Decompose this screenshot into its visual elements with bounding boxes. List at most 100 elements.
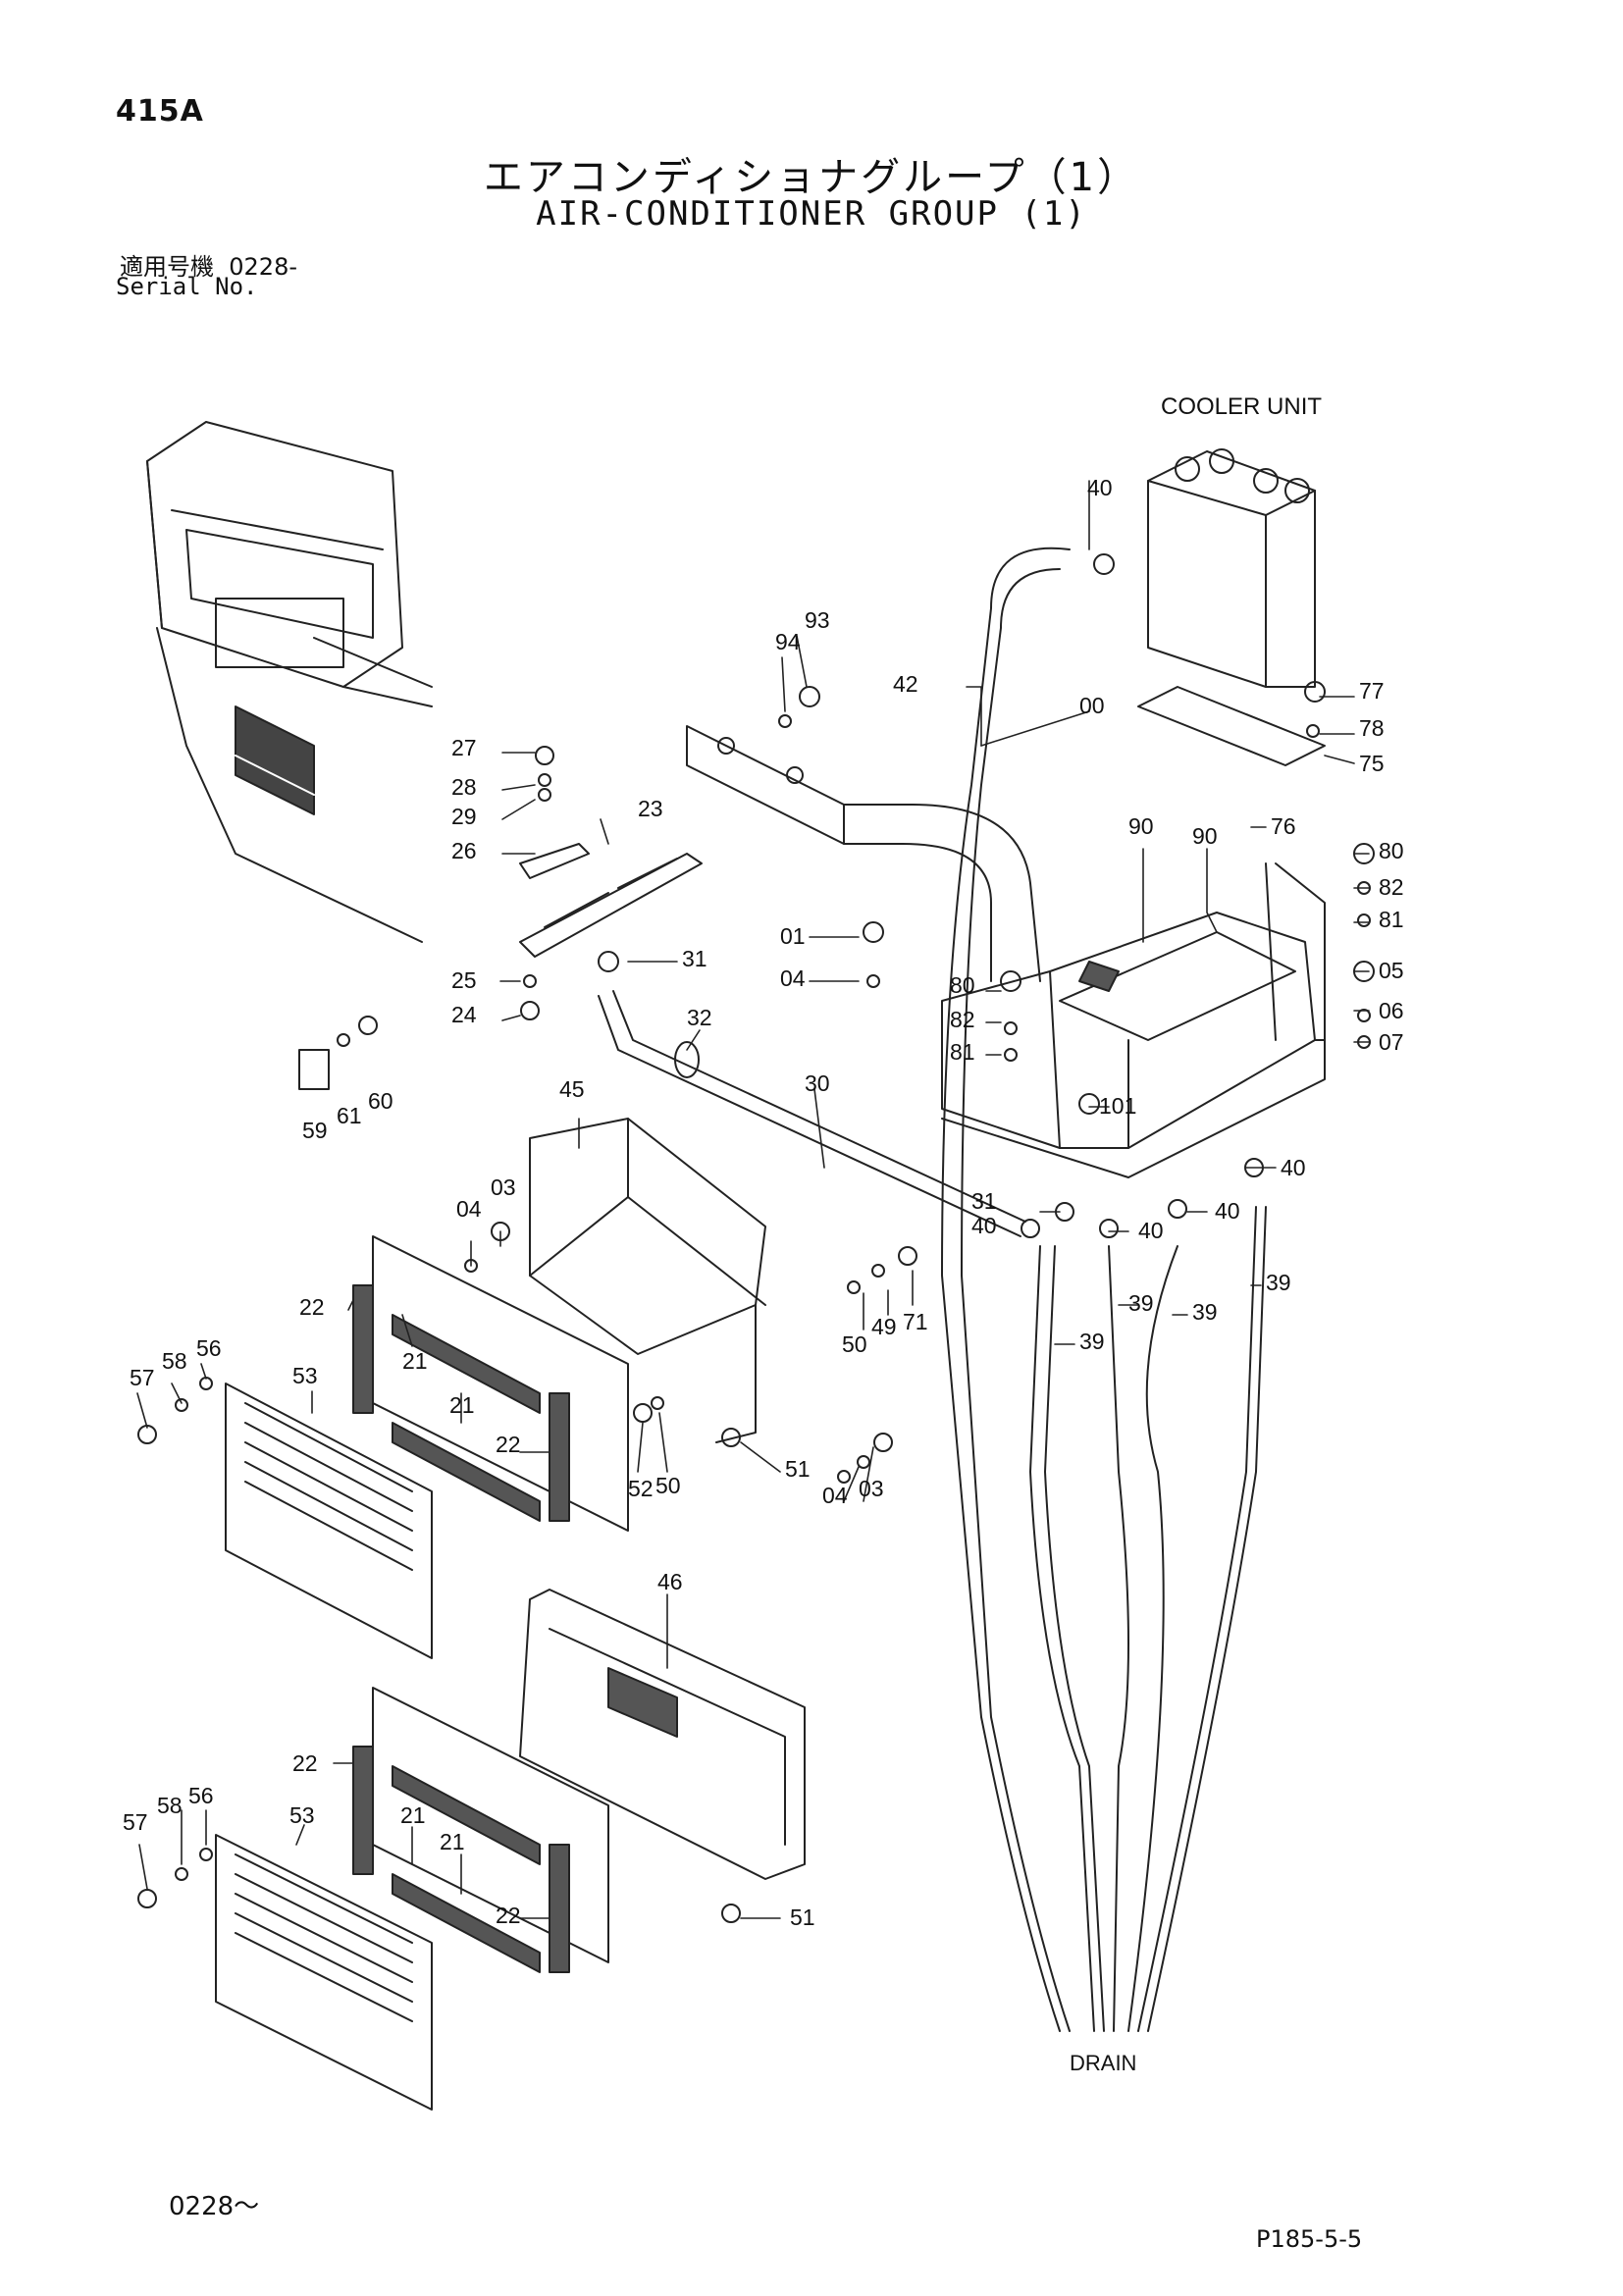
page-title-english: AIR-CONDITIONER GROUP (1) — [536, 194, 1087, 234]
callout: 40 — [1087, 475, 1113, 500]
callout: 27 — [451, 735, 477, 760]
callout: 53 — [292, 1363, 318, 1388]
page-title-japanese: エアコンディショナグループ（1） — [483, 155, 1140, 200]
callout: 26 — [451, 838, 477, 863]
callout: 80 — [1379, 838, 1404, 863]
upper-duct — [686, 725, 1041, 982]
callout: 22 — [299, 1294, 325, 1320]
callout: 56 — [188, 1783, 214, 1808]
cooler-unit-label: COOLER UNIT — [1161, 393, 1322, 420]
callout: 57 — [130, 1365, 155, 1390]
callout: 40 — [1138, 1218, 1164, 1243]
callout: 30 — [805, 1070, 830, 1096]
callout: 46 — [657, 1569, 683, 1594]
callout: 101 — [1099, 1093, 1136, 1119]
callout: 59 — [302, 1118, 328, 1143]
callout: 04 — [822, 1483, 848, 1508]
callout: 05 — [1379, 958, 1404, 983]
callout: 24 — [451, 1002, 477, 1027]
callout: 39 — [1266, 1270, 1291, 1295]
duct-46 — [519, 1589, 806, 1880]
callout: 53 — [289, 1802, 315, 1828]
callout: 52 — [628, 1476, 654, 1501]
callout: 82 — [950, 1007, 975, 1032]
callout: 78 — [1359, 715, 1385, 741]
callout: 49 — [871, 1314, 897, 1339]
callout: 40 — [1215, 1198, 1240, 1224]
footer-page-ref: P185-5-5 — [1256, 2225, 1363, 2253]
callout: 39 — [1192, 1299, 1218, 1325]
callout: 60 — [368, 1088, 393, 1114]
page-code: 415A — [116, 94, 204, 129]
drain-hoses — [941, 547, 1267, 2032]
relay-59 — [298, 1049, 330, 1090]
cooler-unit — [1147, 448, 1316, 688]
callout: 06 — [1379, 998, 1404, 1023]
callout: 04 — [456, 1196, 482, 1222]
callout: 04 — [780, 965, 806, 991]
pipe-30 — [598, 990, 1026, 1237]
callout: 58 — [162, 1348, 187, 1374]
serial-range: 0228- — [229, 253, 298, 281]
callout: 50 — [842, 1331, 867, 1357]
leader-lines — [136, 480, 1370, 1919]
callout: 22 — [292, 1750, 318, 1776]
callout: 28 — [451, 774, 477, 800]
callout: 42 — [893, 671, 918, 697]
cab-illustration — [146, 421, 433, 943]
callout: 23 — [638, 796, 663, 821]
serial-label-japanese: 適用号機 0228- — [120, 247, 297, 282]
callout: 45 — [559, 1076, 585, 1102]
callout: 82 — [1379, 874, 1404, 900]
bracket-23 — [519, 843, 703, 958]
callout: 94 — [775, 629, 801, 654]
callout: 61 — [337, 1103, 362, 1128]
callout: 80 — [950, 972, 975, 998]
callout: 58 — [157, 1793, 183, 1818]
serial-label-jp-text: 適用号機 — [120, 253, 214, 281]
callout-numbers: 40 93 94 42 00 77 78 75 27 28 29 23 26 7… — [123, 475, 1404, 1930]
callout: 57 — [123, 1809, 148, 1835]
callout: 01 — [780, 923, 806, 949]
serial-label-english: Serial No. — [116, 273, 258, 300]
callout: 81 — [1379, 907, 1404, 932]
callout: 31 — [682, 946, 707, 971]
callout: 31 — [971, 1188, 997, 1214]
callout: 40 — [1281, 1155, 1306, 1180]
callout: 51 — [790, 1905, 815, 1930]
callout: 90 — [1192, 823, 1218, 849]
callout: 21 — [400, 1802, 426, 1828]
callout: 25 — [451, 967, 477, 993]
callout: 40 — [971, 1213, 997, 1238]
callout: 51 — [785, 1456, 811, 1482]
callout: 77 — [1359, 678, 1385, 704]
plate-75 — [1137, 686, 1326, 766]
callout: 21 — [402, 1348, 428, 1374]
callout: 00 — [1079, 693, 1105, 718]
callout: 75 — [1359, 751, 1385, 776]
callout: 56 — [196, 1335, 222, 1361]
callout: 22 — [496, 1432, 521, 1457]
callout: 81 — [950, 1039, 975, 1065]
callout: 29 — [451, 804, 477, 829]
duct-45 — [529, 1118, 766, 1443]
footer-serial: 0228～ — [169, 2192, 260, 2221]
callout: 50 — [655, 1473, 681, 1498]
callout: 39 — [1079, 1329, 1105, 1354]
callout: 21 — [449, 1392, 475, 1418]
fasteners — [137, 553, 1375, 1923]
callout: 90 — [1128, 813, 1154, 839]
callout: 03 — [859, 1476, 884, 1501]
callout: 07 — [1379, 1029, 1404, 1055]
callout: 71 — [903, 1309, 928, 1334]
upper-grille — [225, 1235, 629, 1659]
lower-grille — [215, 1687, 609, 2111]
callout: 03 — [491, 1174, 516, 1200]
callout: 22 — [496, 1903, 521, 1928]
callout: 32 — [687, 1005, 712, 1030]
drain-label: DRAIN — [1070, 2051, 1136, 2075]
callout: 93 — [805, 607, 830, 633]
callout: 76 — [1271, 813, 1296, 839]
main-unit-box — [941, 862, 1326, 1178]
